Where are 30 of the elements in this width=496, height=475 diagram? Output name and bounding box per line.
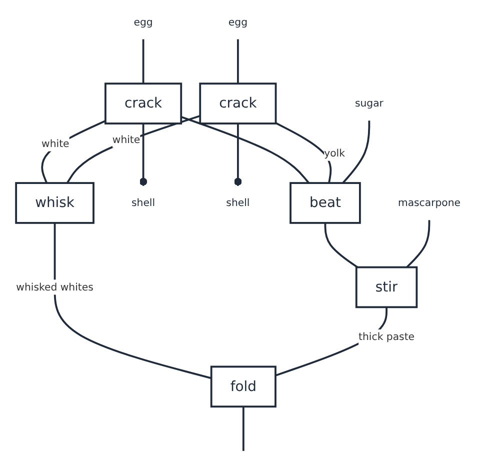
- node-text: mascarpone: [398, 196, 461, 209]
- node-box: crack: [199, 82, 277, 124]
- node-box: stir: [356, 266, 418, 308]
- connector: [54, 222, 212, 380]
- node-text: egg: [134, 16, 154, 28]
- edge-label: white: [42, 137, 70, 150]
- connector: [406, 220, 430, 268]
- node-box: crack: [104, 82, 182, 124]
- node-box: fold: [210, 366, 277, 408]
- connector: [237, 39, 240, 84]
- node-text: shell: [226, 196, 250, 209]
- node-text: egg: [228, 16, 248, 28]
- edge-label: white: [112, 134, 140, 146]
- node-box: beat: [290, 182, 362, 224]
- connector: [41, 120, 106, 184]
- node-box: whisk: [15, 182, 95, 224]
- connector: [242, 406, 245, 451]
- edge-label: yolk: [324, 146, 346, 159]
- connector: [142, 39, 144, 84]
- connector: [140, 124, 148, 186]
- connector: [234, 124, 242, 186]
- node-text: sugar: [355, 97, 384, 110]
- edge-label: whisked whites: [16, 280, 94, 293]
- connector: [180, 116, 310, 184]
- connector: [276, 122, 332, 184]
- connector: [324, 222, 358, 268]
- connector: [342, 120, 370, 184]
- connector: [66, 115, 201, 184]
- edge-label: thick paste: [358, 330, 415, 343]
- node-text: shell: [132, 196, 156, 209]
